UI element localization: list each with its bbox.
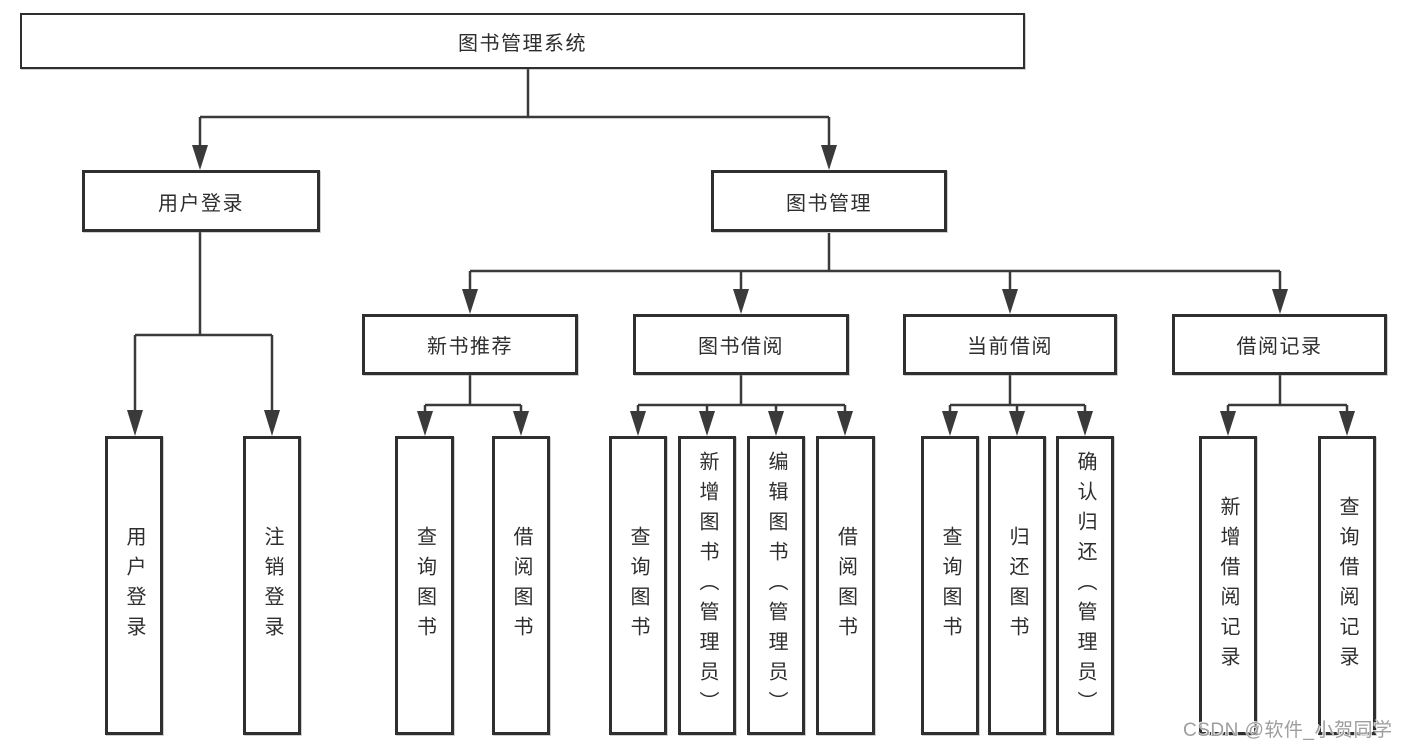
node-root: 图书管理系统 xyxy=(20,13,1025,69)
node-leaf-edit-book-admin: 编辑图书（管理员） xyxy=(747,436,805,735)
node-leaf-query-book-3: 查询图书 xyxy=(921,436,979,735)
node-leaf-logout: 注销登录 xyxy=(243,436,301,735)
connector-root xyxy=(192,69,837,170)
node-current-borrow: 当前借阅 xyxy=(903,314,1117,375)
node-borrow-records: 借阅记录 xyxy=(1172,314,1387,375)
node-user-login: 用户登录 xyxy=(82,170,320,232)
node-current-borrow-label: 当前借阅 xyxy=(967,336,1053,358)
node-leaf-borrow-book-1-label: 借阅图书 xyxy=(510,525,532,646)
node-book-borrow: 图书借阅 xyxy=(633,314,849,375)
node-leaf-edit-book-admin-label: 编辑图书（管理员） xyxy=(765,450,787,721)
node-leaf-add-book-admin: 新增图书（管理员） xyxy=(678,436,736,735)
node-leaf-return-book: 归还图书 xyxy=(988,436,1046,735)
connector-new-book-recommend xyxy=(417,375,529,436)
node-leaf-query-book-2: 查询图书 xyxy=(609,436,667,735)
node-leaf-borrow-book-2: 借阅图书 xyxy=(816,436,875,735)
node-leaf-return-book-label: 归还图书 xyxy=(1006,525,1028,646)
node-leaf-add-borrow-record-label: 新增借阅记录 xyxy=(1217,495,1239,676)
node-leaf-borrow-book-1: 借阅图书 xyxy=(492,436,550,735)
connector-user-login xyxy=(127,232,280,436)
node-leaf-query-book-2-label: 查询图书 xyxy=(627,525,649,646)
node-leaf-user-login: 用户登录 xyxy=(105,436,163,735)
node-leaf-confirm-return-admin-label: 确认归还（管理员） xyxy=(1074,450,1096,721)
connector-borrow-records xyxy=(1220,375,1355,436)
node-leaf-query-book-1: 查询图书 xyxy=(395,436,454,735)
node-new-book-recommend-label: 新书推荐 xyxy=(427,336,513,358)
node-new-book-recommend: 新书推荐 xyxy=(362,314,578,375)
node-leaf-query-borrow-record-label: 查询借阅记录 xyxy=(1336,495,1358,676)
node-book-management-label: 图书管理 xyxy=(786,192,872,215)
node-leaf-logout-label: 注销登录 xyxy=(261,525,283,646)
node-leaf-borrow-book-2-label: 借阅图书 xyxy=(834,525,857,646)
node-borrow-records-label: 借阅记录 xyxy=(1236,336,1323,358)
node-leaf-add-book-admin-label: 新增图书（管理员） xyxy=(696,450,718,721)
connector-book-borrow xyxy=(630,375,853,436)
node-leaf-add-borrow-record: 新增借阅记录 xyxy=(1199,436,1257,735)
connector-book-management xyxy=(462,233,1288,314)
node-leaf-confirm-return-admin: 确认归还（管理员） xyxy=(1056,436,1114,735)
node-leaf-query-book-3-label: 查询图书 xyxy=(939,525,961,646)
connector-current-borrow xyxy=(942,375,1093,436)
node-book-management: 图书管理 xyxy=(711,170,947,232)
node-leaf-user-login-label: 用户登录 xyxy=(123,525,145,646)
node-leaf-query-borrow-record: 查询借阅记录 xyxy=(1318,436,1376,735)
node-user-login-label: 用户登录 xyxy=(158,192,244,215)
node-leaf-query-book-1-label: 查询图书 xyxy=(413,525,436,646)
node-root-label: 图书管理系统 xyxy=(458,32,587,55)
watermark: CSDN @软件_小贺同学 xyxy=(1183,720,1393,741)
node-book-borrow-label: 图书借阅 xyxy=(698,336,784,358)
